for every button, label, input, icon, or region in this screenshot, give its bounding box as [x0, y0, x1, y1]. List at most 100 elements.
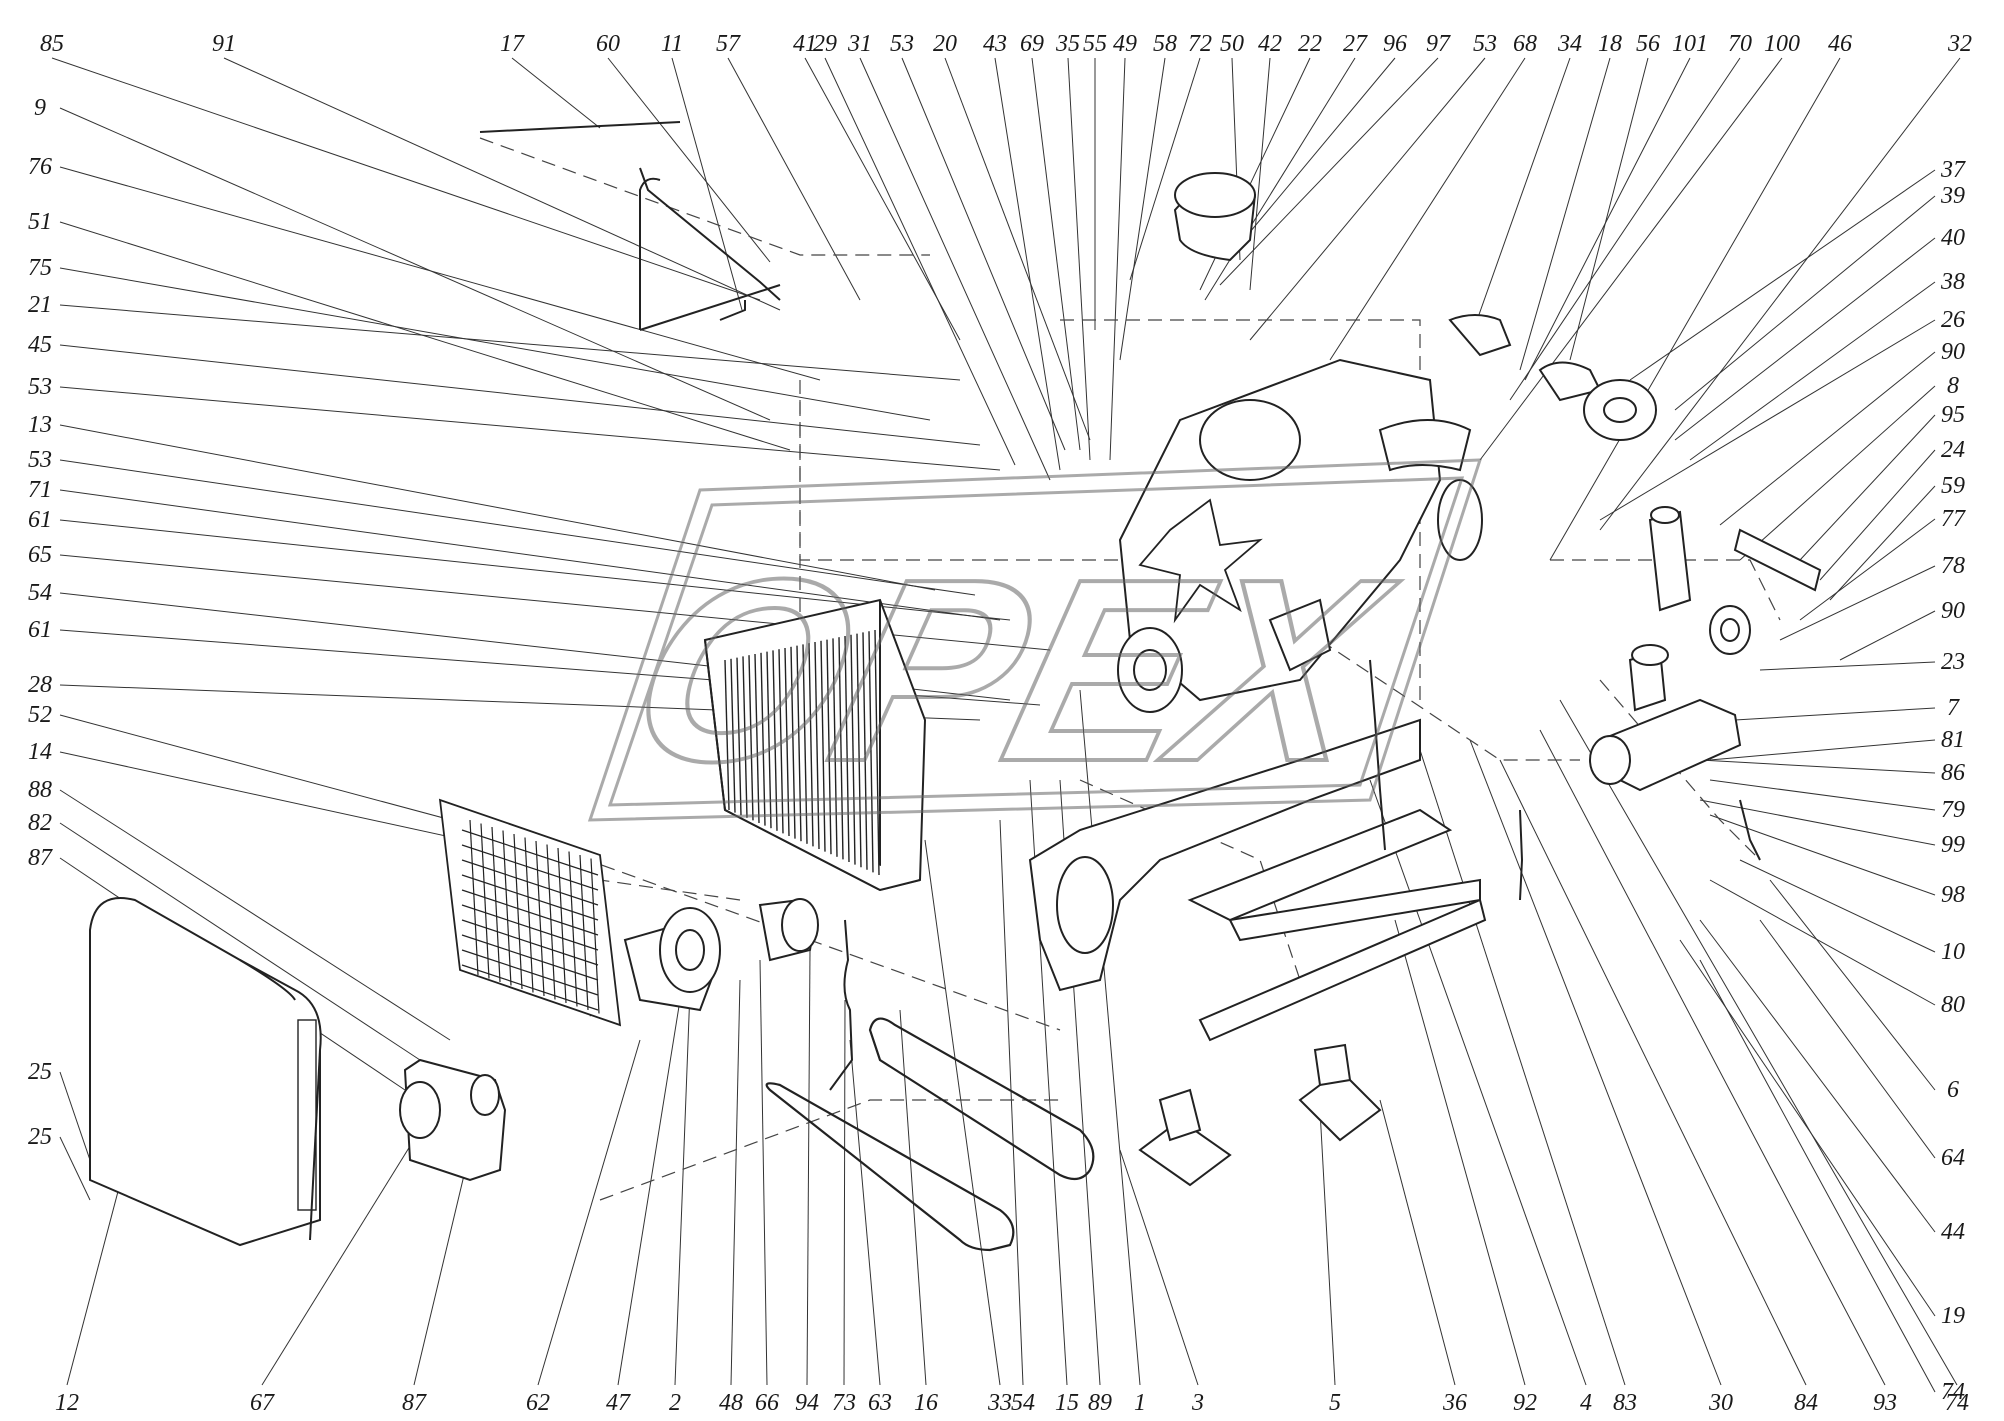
part-number-label: 83 [1613, 1390, 1637, 1416]
part-number-label: 61 [28, 617, 52, 643]
leader-line [59, 166, 821, 381]
leader-line [1129, 57, 1201, 281]
part-number-label: 36 [1443, 1390, 1467, 1416]
part-number-label: 38 [1941, 269, 1965, 295]
leader-line [1599, 57, 1961, 531]
grille-slat [461, 919, 599, 966]
leader-line [1031, 57, 1081, 451]
leader-line [1709, 739, 1936, 761]
leader-line [1674, 195, 1936, 411]
part-number-label: 15 [1055, 1390, 1079, 1416]
part-number-label: 100 [1764, 31, 1800, 57]
part-number-label: 17 [500, 31, 524, 57]
leader-line [1799, 414, 1936, 561]
part-number-label: 50 [1220, 31, 1244, 57]
part-number-label: 23 [1941, 649, 1965, 675]
part-number-label: 98 [1941, 882, 1965, 908]
heater-block [399, 1058, 507, 1182]
part-number-label: 75 [28, 255, 52, 281]
leader-line [1234, 57, 1396, 251]
watermark-logo: OPEX [587, 458, 1483, 822]
part-number-label: 20 [933, 31, 957, 57]
part-number-label: 66 [755, 1390, 779, 1416]
part-number-label: 41 [793, 31, 817, 57]
leader-line [999, 819, 1024, 1386]
part-number-label: 13 [28, 412, 52, 438]
part-number-label: 7 [1947, 695, 1959, 721]
part-number-label: 37 [1941, 157, 1965, 183]
fuel-hoses [829, 659, 1761, 1091]
part-number-label: 90 [1941, 339, 1965, 365]
leader-line [1549, 57, 1841, 561]
leader-line [59, 1136, 91, 1201]
leader-line [1699, 959, 1936, 1393]
part-number-label: 70 [1728, 31, 1752, 57]
radiator-fin [748, 655, 754, 821]
radiator-fin [826, 639, 832, 855]
radiator-fin [850, 634, 856, 865]
leader-line [1699, 919, 1936, 1233]
part-number-label: 60 [596, 31, 620, 57]
part-number-label: 21 [28, 292, 52, 318]
engine-block [1117, 358, 1483, 713]
grille-slat [513, 833, 523, 990]
leader-line [1119, 1149, 1199, 1386]
part-number-label: 5 [1329, 1390, 1341, 1416]
part-number-label: 101 [1672, 31, 1708, 57]
leader-line [1839, 610, 1936, 661]
cooling-fan [1138, 498, 1263, 624]
grille-slat [461, 904, 599, 951]
leader-line [824, 57, 1016, 466]
muffler [1589, 506, 1742, 792]
leader-line [1739, 859, 1936, 953]
part-number-label: 27 [1343, 31, 1367, 57]
leader-line [1539, 729, 1886, 1386]
leader-line [1379, 1099, 1456, 1386]
leader-line [759, 959, 768, 1386]
part-number-label: 71 [28, 477, 52, 503]
part-number-label: 76 [28, 154, 52, 180]
leader-line [1759, 661, 1936, 671]
part-number-label: 6 [1947, 1077, 1959, 1103]
rod-and-tube [479, 121, 781, 331]
grille-slat [491, 826, 501, 983]
leader-line [537, 1039, 641, 1386]
part-number-label: 95 [1941, 402, 1965, 428]
part-number-label: 25 [28, 1124, 52, 1150]
leader-line [1599, 319, 1936, 521]
part-number-label: 77 [1941, 506, 1965, 532]
part-number-label: 79 [1941, 797, 1965, 823]
leader-line [59, 424, 936, 591]
radiator-fin [796, 645, 802, 842]
part-number-label: 61 [28, 507, 52, 533]
leader-line [1109, 57, 1126, 461]
part-number-label: 47 [606, 1390, 630, 1416]
part-number-label: 22 [1298, 31, 1322, 57]
watermark-text: OPEX [607, 525, 1415, 816]
leader-line [1709, 779, 1936, 811]
part-number-label: 39 [1941, 183, 1965, 209]
leader-line [413, 1149, 471, 1386]
grille-slat [535, 840, 545, 997]
part-number-label: 42 [1258, 31, 1282, 57]
leader-line [1559, 699, 1958, 1386]
leader-line [223, 57, 781, 311]
part-number-label: 19 [1941, 1303, 1965, 1329]
part-number-label: 62 [526, 1390, 550, 1416]
radiator-fin [754, 653, 760, 824]
part-number-label: 68 [1513, 31, 1537, 57]
part-number-label: 30 [1709, 1390, 1733, 1416]
leader-line [1249, 57, 1486, 341]
radiator-fin [862, 632, 868, 870]
leader-line [899, 1009, 927, 1386]
part-number-label: 44 [1941, 1219, 1965, 1245]
part-number-label: 72 [1188, 31, 1212, 57]
leader-line [994, 57, 1061, 471]
exhaust-pipe [1709, 528, 1822, 655]
radiator-fin [760, 652, 766, 826]
pulley-hub [623, 898, 819, 1012]
leader-line [59, 107, 771, 421]
air-cleaner [1173, 172, 1257, 262]
leader-line [59, 519, 1011, 621]
grille-slat [461, 964, 599, 1011]
